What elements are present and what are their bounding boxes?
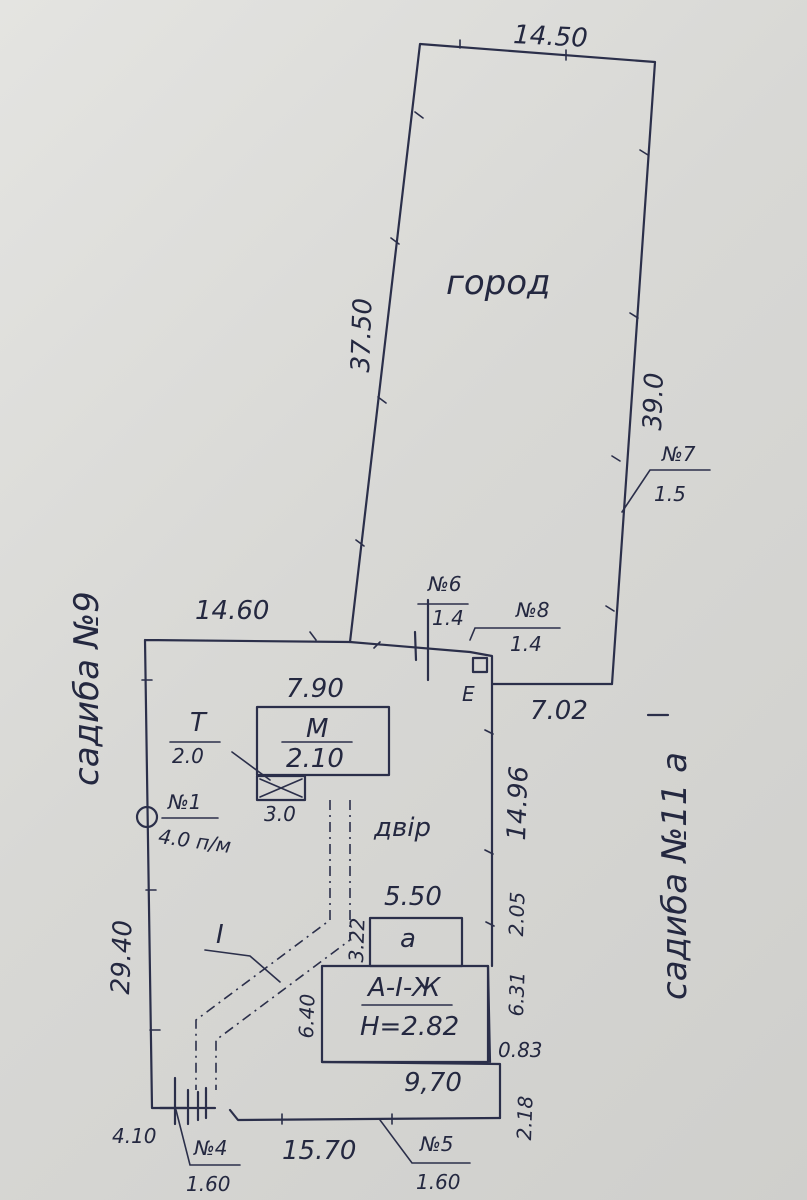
building-t-height: 2.0 [172, 744, 204, 768]
n7-value: 1.5 [654, 482, 686, 506]
building-t [255, 774, 307, 802]
t-leader-line [231, 751, 271, 781]
dim-6-31: 6.31 [504, 971, 530, 1017]
n6-label: №6 [428, 572, 462, 596]
plot-boundary [143, 638, 614, 1122]
dim-right-stub: 2.18 [512, 1095, 538, 1141]
boundary-ticks [141, 39, 649, 1125]
fence-i-leader [204, 949, 281, 983]
dim-2-05: 2.05 [504, 891, 530, 937]
dim-upper-right-side: 14.96 [502, 765, 535, 841]
n6-value: 1.4 [432, 606, 464, 630]
neighbor-right-label: садиба №11 а [655, 751, 695, 1000]
n5-value: 1.60 [416, 1170, 461, 1194]
annex-a [368, 916, 464, 968]
gates [158, 598, 430, 1126]
dim-left-side: 29.40 [106, 919, 139, 995]
dim-a-offset: 3.22 [344, 917, 370, 963]
well-symbol [135, 805, 159, 829]
n4-value: 1.60 [186, 1172, 231, 1196]
dim-garden-right: 39.0 [638, 372, 671, 431]
dim-a-width: 5.50 [384, 882, 442, 912]
yard-label: двір [374, 813, 432, 843]
building-t-cross [259, 778, 303, 798]
neighbor-left-label: садиба №9 [67, 591, 107, 786]
n8-value: 1.4 [510, 632, 542, 656]
n1-label: №1 [168, 790, 202, 814]
building-t-letter: Т [190, 708, 206, 738]
dim-bottom-side: 15.70 [282, 1136, 357, 1166]
dim-right-offset: 7.02 [530, 696, 588, 726]
n4-label: №4 [194, 1136, 228, 1160]
square-e-letter: Е [462, 682, 475, 706]
garden-boundary [348, 42, 657, 686]
building-m-height: 2.10 [286, 744, 344, 774]
dim-m-width: 7.90 [286, 674, 344, 704]
dim-upper-plot: 14.60 [195, 596, 270, 626]
n8-label: №8 [516, 598, 550, 622]
house-right-wall [486, 964, 492, 1064]
n5-label: №5 [420, 1132, 454, 1156]
house-height: Н=2.82 [360, 1012, 460, 1042]
building-m-letter: М [306, 714, 329, 744]
building-m [255, 705, 391, 777]
house-letter: А-І-Ж [368, 973, 441, 1003]
square-e [471, 656, 489, 674]
fence-i-label: І [216, 920, 224, 950]
building-t-width: 3.0 [264, 802, 296, 826]
house-extension [320, 1060, 502, 1120]
n7-label: №7 [662, 442, 696, 466]
annex-a-letter: а [400, 924, 416, 954]
dim-house-depth: 6.40 [294, 993, 320, 1039]
dim-house-width: 9,70 [404, 1068, 462, 1098]
dim-right-gap: 0.83 [498, 1038, 543, 1062]
dim-bottom-left: 4.10 [112, 1124, 157, 1148]
garden-label: город [446, 263, 551, 303]
dim-garden-left: 37.50 [346, 297, 379, 373]
fraction-bars [161, 469, 711, 1166]
dim-top-width: 14.50 [512, 20, 589, 54]
path-line [195, 800, 351, 1090]
